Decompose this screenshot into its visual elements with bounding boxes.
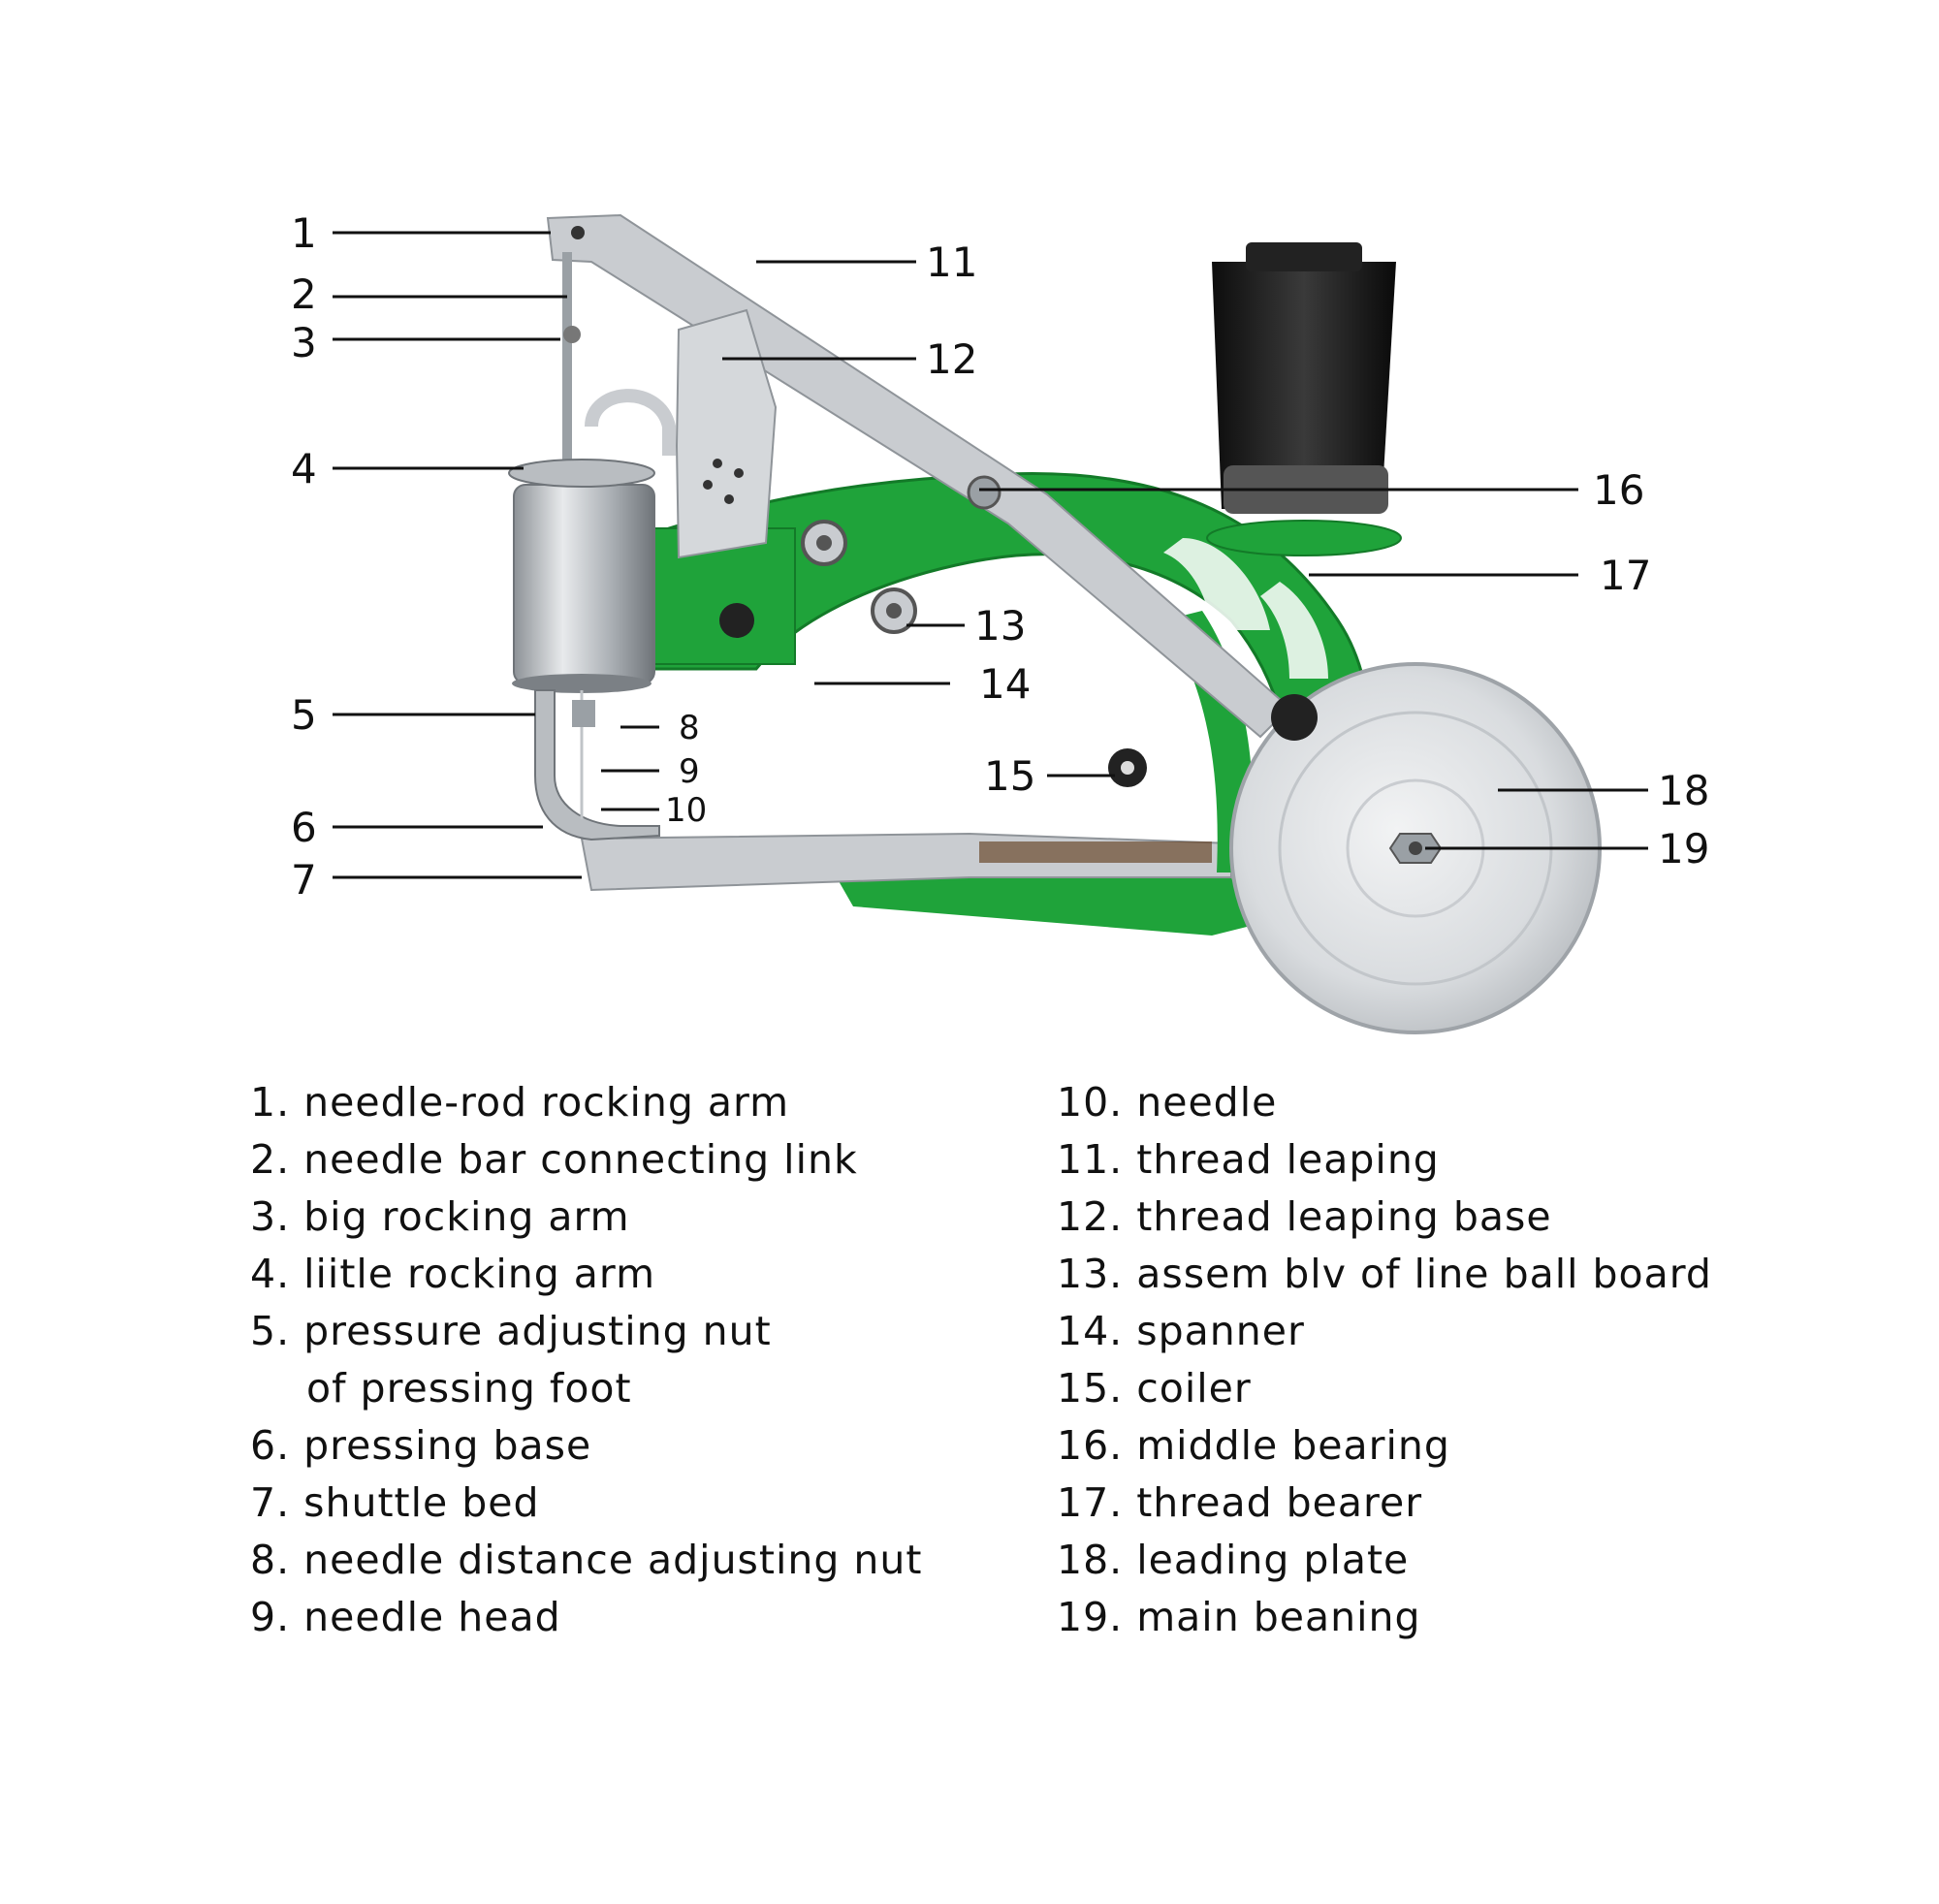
legend-item-5-cont-text: of pressing foot [306, 1365, 632, 1412]
legend-item-15: 15. coiler [1057, 1365, 1252, 1412]
legend-item-14: 14. spanner [1057, 1308, 1305, 1354]
callout-16: 16 [1593, 466, 1644, 514]
presser-foot [534, 689, 660, 841]
callout-12: 12 [926, 335, 977, 383]
sewing-machine-diagram: 1 2 3 4 5 6 7 8 9 10 11 12 13 14 15 16 1… [291, 209, 1709, 1034]
frame-cutout-2 [1260, 582, 1328, 679]
callout-numbers: 1 2 3 4 5 6 7 8 9 10 11 12 13 14 15 16 1… [291, 209, 1709, 904]
callout-10: 10 [665, 791, 707, 830]
legend-item-17: 17. thread bearer [1057, 1479, 1423, 1526]
legend-item-5: 5. pressure adjusting nut [250, 1308, 772, 1354]
callout-3: 3 [291, 319, 317, 366]
callout-6: 6 [291, 804, 317, 851]
callout-1: 1 [291, 209, 317, 257]
wheel-handle [1271, 694, 1318, 741]
legend-item-8: 8. needle distance adjusting nut [250, 1537, 923, 1583]
frame-cutout [1163, 538, 1270, 630]
legend-item-10: 10. needle [1057, 1079, 1278, 1126]
callout-9: 9 [679, 752, 700, 791]
legend-item-7: 7. shuttle bed [250, 1479, 540, 1526]
callout-2: 2 [291, 270, 317, 318]
cylinder-head [513, 484, 655, 684]
callout-7: 7 [291, 856, 317, 904]
legend-item-2: 2. needle bar connecting link [250, 1136, 858, 1183]
legend-item-5-continued: of pressing foot [250, 1360, 1026, 1417]
callout-8: 8 [679, 709, 700, 747]
shuttle-rail [979, 841, 1212, 863]
callout-19: 19 [1658, 825, 1709, 873]
legend-item-12: 12. thread leaping base [1057, 1193, 1552, 1240]
parts-legend-left: 1. needle-rod rocking arm 2. needle bar … [250, 1074, 1026, 1646]
leader-lines [333, 231, 1648, 879]
legend-item-18: 18. leading plate [1057, 1537, 1410, 1583]
legend-item-9: 9. needle head [250, 1594, 561, 1640]
callout-13: 13 [974, 602, 1026, 650]
legend-item-3: 3. big rocking arm [250, 1193, 630, 1240]
legend-item-13: 13. assem blv of line ball board [1057, 1251, 1712, 1297]
thread-leaping-plate [675, 308, 778, 559]
legend-item-6: 6. pressing base [250, 1422, 592, 1469]
machine-illustration [508, 213, 1602, 1034]
callout-18: 18 [1658, 767, 1709, 814]
green-base [834, 873, 1251, 936]
legend-item-4: 4. liitle rocking arm [250, 1251, 656, 1297]
parts-legend-right: 10. needle 11. thread leaping 12. thread… [1057, 1074, 1891, 1646]
callout-4: 4 [291, 445, 317, 492]
needle-bar [562, 252, 572, 465]
legend-item-16: 16. middle bearing [1057, 1422, 1450, 1469]
legend-item-1: 1. needle-rod rocking arm [250, 1079, 790, 1126]
callout-17: 17 [1600, 552, 1651, 599]
legend-item-11: 11. thread leaping [1057, 1136, 1440, 1183]
callout-11: 11 [926, 238, 977, 286]
thread-spool [1212, 262, 1396, 509]
legend-item-19: 19. main beaning [1057, 1594, 1421, 1640]
callout-15: 15 [984, 752, 1035, 800]
callout-5: 5 [291, 691, 317, 739]
callout-14: 14 [979, 660, 1031, 708]
